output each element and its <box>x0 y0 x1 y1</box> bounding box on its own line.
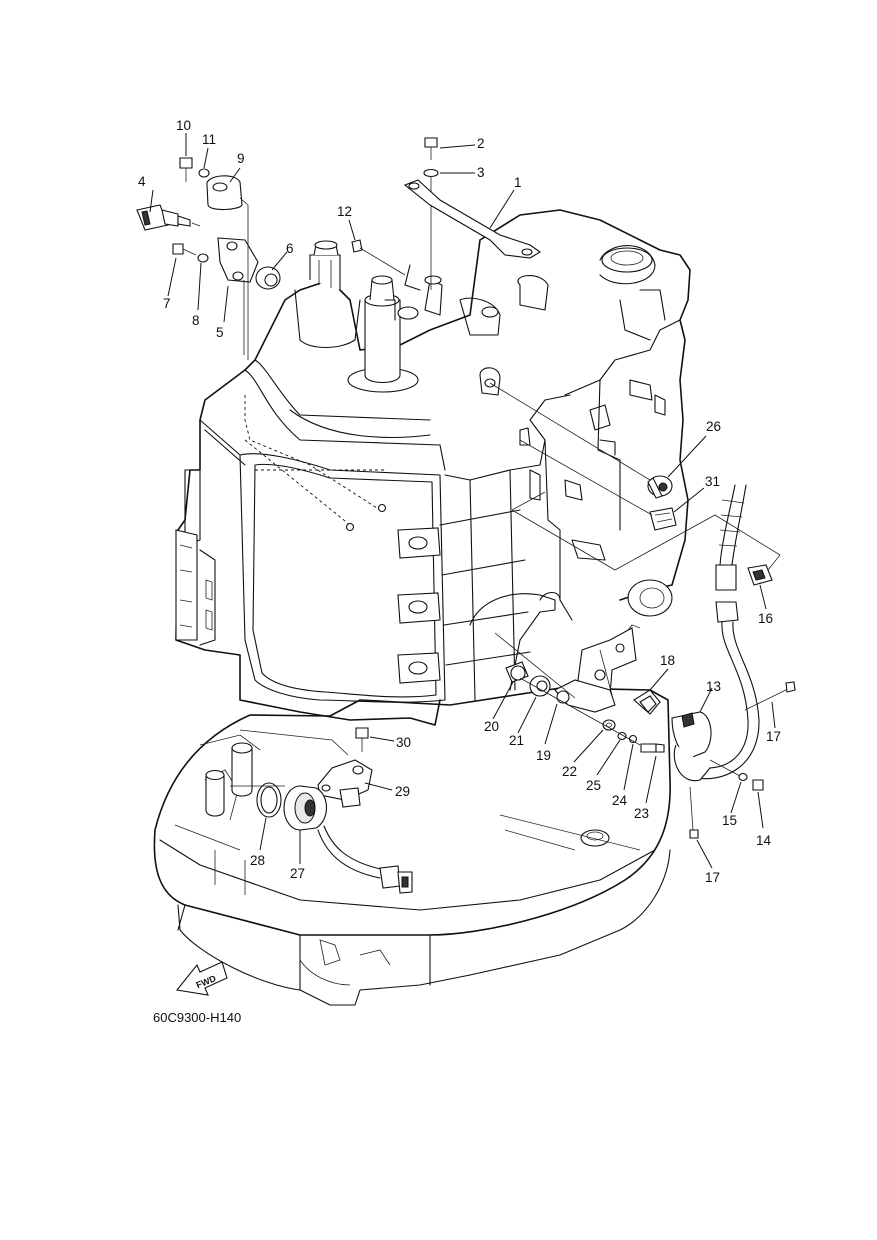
callout-23: 23 <box>634 806 649 821</box>
callout-4: 4 <box>138 174 146 189</box>
callout-27: 27 <box>290 866 305 881</box>
callout-12: 12 <box>337 204 352 219</box>
callout-30: 30 <box>396 735 411 750</box>
leader-lines <box>149 133 776 869</box>
diagram-reference-code: 60C9300-H140 <box>153 1010 241 1025</box>
callout-3: 3 <box>477 165 485 180</box>
callout-20: 20 <box>484 719 499 734</box>
callout-10: 10 <box>176 118 191 133</box>
callout-17b: 17 <box>705 870 720 885</box>
bracket-group-lower <box>494 624 665 753</box>
callout-15: 15 <box>722 813 737 828</box>
engine-block <box>175 209 691 726</box>
callout-26: 26 <box>706 419 721 434</box>
callout-17a: 17 <box>766 729 781 744</box>
callout-29: 29 <box>395 784 410 799</box>
callout-1: 1 <box>514 175 522 190</box>
bottom-cowling <box>153 687 671 1006</box>
callout-19: 19 <box>536 748 551 763</box>
forward-direction-arrow: FWD <box>175 961 228 996</box>
bracket-group-top <box>351 137 542 290</box>
callout-28: 28 <box>250 853 265 868</box>
callout-16: 16 <box>758 611 773 626</box>
thermostat-sensor-group <box>136 157 281 360</box>
callout-11: 11 <box>202 132 216 147</box>
callout-8: 8 <box>192 313 200 328</box>
callout-14: 14 <box>756 833 772 848</box>
callout-24: 24 <box>612 793 628 808</box>
callout-21: 21 <box>509 733 524 748</box>
callout-31: 31 <box>705 474 720 489</box>
callout-5: 5 <box>216 325 224 340</box>
callout-labels: 1 2 3 4 5 6 7 8 9 10 11 12 13 14 15 16 1… <box>138 118 781 885</box>
callout-22: 22 <box>562 764 577 779</box>
callout-2: 2 <box>477 136 485 151</box>
callout-7: 7 <box>163 296 171 311</box>
callout-6: 6 <box>286 241 294 256</box>
callout-25: 25 <box>586 778 601 793</box>
sensor-harness-group <box>489 382 796 839</box>
callout-13: 13 <box>706 679 721 694</box>
grommet-group <box>230 727 413 894</box>
callout-18: 18 <box>660 653 675 668</box>
callout-9: 9 <box>237 151 245 166</box>
